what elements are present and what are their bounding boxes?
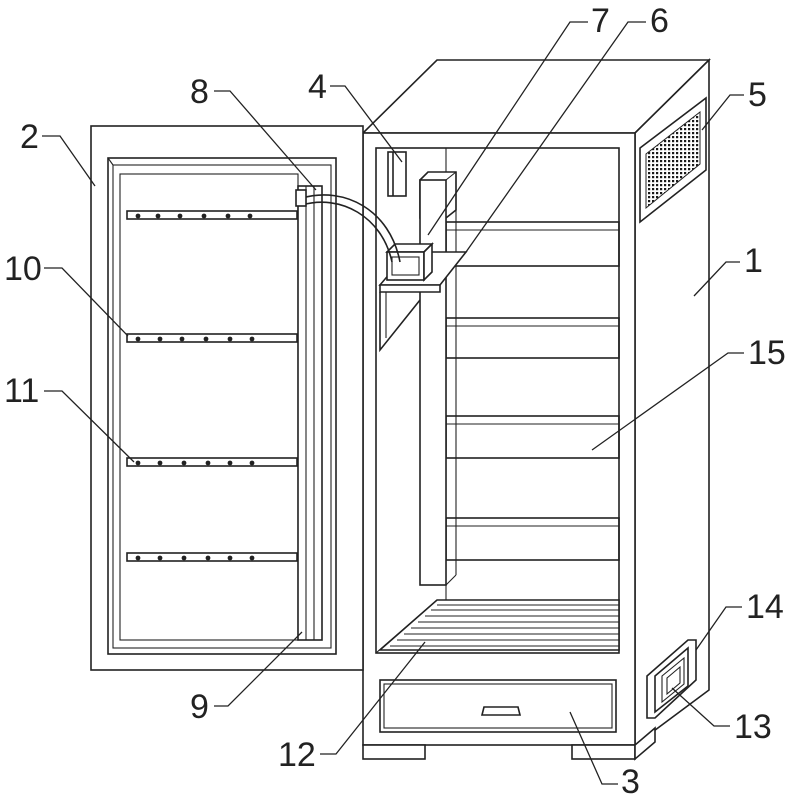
label-8: 8 <box>190 73 209 111</box>
label-6: 6 <box>650 2 669 40</box>
label-7: 7 <box>591 2 610 40</box>
label-14: 14 <box>746 588 784 626</box>
label-15: 15 <box>748 334 786 372</box>
label-12: 12 <box>278 736 316 774</box>
label-2: 2 <box>20 118 39 156</box>
label-11: 11 <box>4 372 39 410</box>
label-13: 13 <box>734 708 772 746</box>
door <box>91 126 363 670</box>
label-10: 10 <box>4 250 42 288</box>
label-4: 4 <box>308 68 327 106</box>
drawer <box>380 680 616 732</box>
label-9: 9 <box>190 688 209 726</box>
label-1: 1 <box>744 242 763 280</box>
label-5: 5 <box>748 76 767 114</box>
label-3: 3 <box>621 763 640 800</box>
